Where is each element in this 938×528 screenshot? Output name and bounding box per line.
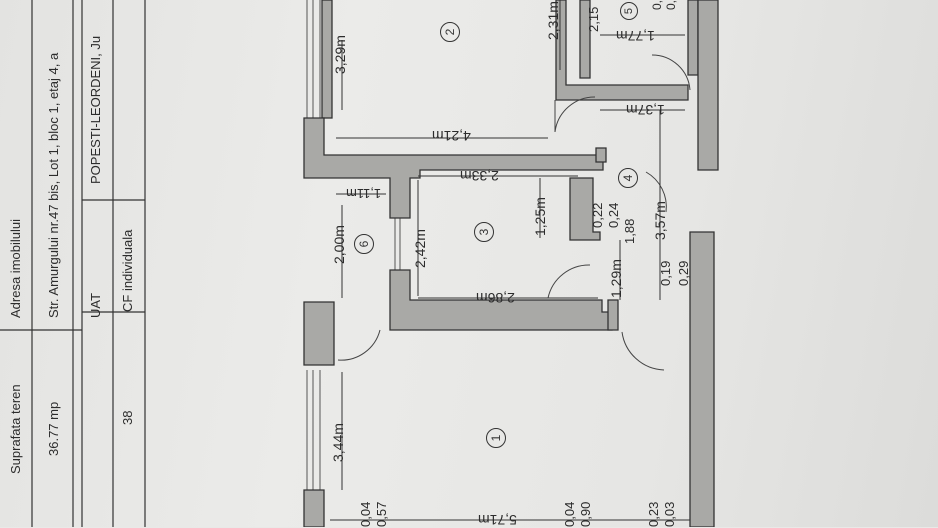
dim-room1-length: 5,71m (478, 512, 517, 528)
dim-room5-width: 1,77m (616, 28, 655, 44)
dim-room6-top: 1,11m (346, 186, 382, 201)
dim-bottom-d: 0,90 (578, 501, 593, 527)
room-number-4: 4 (618, 168, 638, 188)
dim-hall-length: 3,57m (652, 201, 668, 240)
dim-room5-a: 2,15 (586, 6, 601, 32)
dim-room2-width: 3,29m (332, 35, 348, 74)
dim-bottom-a: 0,04 (358, 501, 373, 527)
dim-bottom-b: 0,57 (374, 501, 389, 527)
dim-hall-e: 0,19 (658, 260, 673, 286)
dim-room5-b: 1,37m (626, 102, 665, 118)
dim-top-a: 0, (650, 0, 664, 10)
dim-bottom-e: 0,23 (646, 501, 661, 527)
dim-room2-length: 4,21m (432, 128, 471, 144)
dim-room1-width: 3,44m (330, 423, 346, 462)
room-number-3: 3 (474, 222, 494, 242)
dim-hall-c: 1,88 (622, 218, 637, 244)
room-number-1: 1 (486, 428, 506, 448)
dim-room3-top: 2,33m (460, 168, 499, 184)
dim-hall-a: 0,22 (590, 202, 605, 228)
dim-bottom-f: 0,03 (662, 501, 677, 527)
room-number-2: 2 (440, 22, 460, 42)
dim-hall-b: 0,24 (606, 202, 621, 228)
dim-room3-height: 2,42m (412, 229, 428, 268)
table-grid (0, 0, 146, 527)
room-number-5: 5 (620, 2, 638, 20)
dim-top-b: 0, (664, 0, 678, 10)
dim-room6-width: 2,00m (331, 225, 347, 264)
dim-room3-bottom: 2,86m (476, 290, 515, 306)
dim-bottom-c: 0,04 (562, 501, 577, 527)
dim-room3-side: 1,25m (532, 197, 548, 236)
dim-hall-d: 1,29m (608, 259, 624, 298)
dim-hall-f: 0,29 (676, 260, 691, 286)
dim-room2-side: 2,31m (545, 1, 561, 40)
room-number-6: 6 (354, 234, 374, 254)
